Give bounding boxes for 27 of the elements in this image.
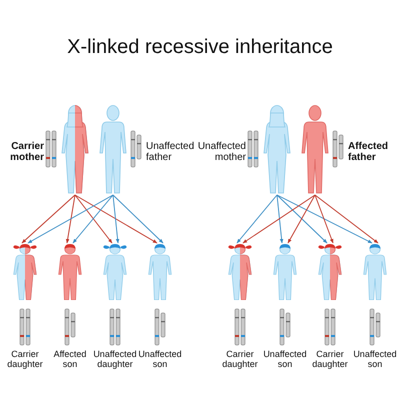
arrow (288, 194, 316, 244)
arrow (276, 194, 372, 244)
diagram-title: X-linked recessive inheritance (66, 36, 334, 59)
arrow (74, 194, 158, 244)
person-label: Unaffected son (138, 350, 182, 370)
person-label: Affected father (348, 141, 390, 163)
person-label: Carrier mother (9, 141, 44, 163)
arrow (242, 194, 316, 244)
arrow (236, 194, 278, 244)
person-label: Unaffected son (353, 350, 397, 370)
person-label: Affected son (52, 350, 88, 370)
person-label: Carrier daughter (221, 350, 259, 370)
arrow (314, 194, 334, 244)
arrow (112, 194, 164, 244)
person-label: Carrier daughter (6, 350, 44, 370)
person-label: Carrier daughter (311, 350, 349, 370)
arrow (112, 194, 120, 244)
person-label: Unaffected daughter (93, 350, 137, 370)
arrow (276, 194, 328, 244)
arrow (276, 194, 284, 244)
person-label: Unaffected father (146, 141, 196, 163)
arrow (22, 194, 76, 244)
arrow (28, 194, 114, 244)
arrow (314, 194, 378, 244)
person-label: Unaffected son (263, 350, 307, 370)
person-label: Unaffected mother (196, 141, 246, 163)
arrow (66, 194, 76, 244)
